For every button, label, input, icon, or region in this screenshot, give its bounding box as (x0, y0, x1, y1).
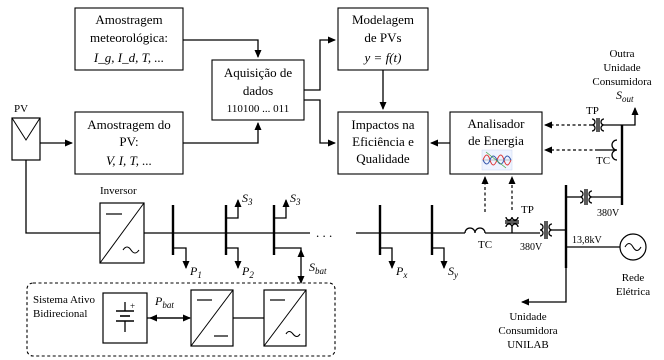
model-line2: de PVs (364, 30, 401, 45)
v380-top-label: 380V (597, 208, 620, 219)
an-line2: de Energia (468, 133, 524, 148)
tc-mid-label: TC (478, 239, 492, 251)
an-line1: Analisador (467, 116, 525, 131)
bus-continuation-dots: . . . (316, 225, 332, 240)
acq-line2: dados (243, 83, 273, 98)
svg-text:+: + (130, 301, 135, 311)
s3a-label: S3 (242, 191, 253, 207)
sy-label: Sy (448, 264, 458, 280)
px-label: Px (395, 264, 407, 280)
met-line2: meteorológica: (90, 30, 168, 45)
sistema-line2: Bidirecional (33, 308, 87, 320)
sistema-line1: Sistema Ativo (33, 294, 96, 306)
pvs-line1: Amostragem do (87, 117, 170, 132)
grid-source-icon (619, 233, 647, 261)
v380-bottom-label: 380V (520, 242, 543, 253)
dc-dc-converter-icon (190, 289, 234, 347)
imp-line3: Qualidade (356, 151, 410, 166)
tc-top-icon (611, 139, 618, 161)
model-line3: y = f(t) (363, 50, 402, 65)
outra-line2: Unidade (603, 62, 640, 74)
rede-line2: Elétrica (616, 286, 650, 298)
unilab-line2: Consumidora (498, 325, 557, 337)
tp-mid-label: TP (521, 204, 534, 216)
pv-sampling-block: Amostragem do PV: V, I, T, ... (74, 111, 184, 175)
p1-label: P1 (189, 264, 202, 280)
pv-modeling-block: Modelagem de PVs y = f(t) (337, 7, 429, 71)
upper-distribution-transformer-icon (566, 189, 622, 205)
unilab-line3: UNILAB (507, 339, 549, 351)
waveform-icon (481, 149, 513, 171)
tp-top-label: TP (586, 105, 599, 117)
tp-top-icon (591, 118, 622, 132)
pvs-line2: PV: (119, 134, 138, 149)
unilab-line1: Unidade (509, 311, 546, 323)
p2-label: P2 (241, 264, 254, 280)
pv-panel-icon (11, 117, 41, 161)
data-acquisition-block: Aquisição de dados 110100 ... 011 (211, 59, 305, 121)
outra-line3: Consumidora (592, 76, 651, 88)
outra-line1: Outra (609, 48, 634, 60)
pv-label: PV (14, 103, 28, 115)
pvs-line3: V, I, T, ... (106, 153, 152, 168)
sbat-label: Sbat (309, 260, 327, 276)
pbat-label: Pbat (154, 294, 174, 310)
imp-line1: Impactos na (351, 117, 414, 132)
bidirectional-inverter-icon (263, 289, 307, 347)
distribution-transformer-icon (539, 221, 566, 239)
active-bidirectional-system: Sistema Ativo Bidirecional + Pbat (26, 282, 336, 357)
meteorological-sampling-block: Amostragem meteorológica: I_g, I_d, T, .… (74, 7, 184, 71)
energy-analyzer-block: Analisador de Energia (449, 111, 543, 175)
acq-line1: Aquisição de (224, 65, 292, 80)
met-line1: Amostragem (95, 12, 162, 27)
battery-icon: + (102, 292, 148, 344)
model-line1: Modelagem (352, 12, 414, 27)
impacts-block: Impactos na Eficiência e Qualidade (337, 111, 429, 175)
current-transformer-icon (464, 227, 486, 234)
tc-top-label: TC (596, 155, 610, 167)
s3b-label: S3 (290, 191, 301, 207)
potential-transformer-mid-icon (505, 216, 519, 233)
inverter-icon (99, 202, 145, 264)
imp-line2: Eficiência e (352, 134, 414, 149)
acq-line3: 110100 ... 011 (227, 103, 289, 115)
met-line3: I_g, I_d, T, ... (93, 50, 164, 65)
rede-line1: Rede (622, 272, 645, 284)
sout-label: Sout (616, 88, 634, 104)
inverter-label: Inversor (100, 185, 137, 197)
v13k-label: 13,8kV (572, 235, 603, 246)
